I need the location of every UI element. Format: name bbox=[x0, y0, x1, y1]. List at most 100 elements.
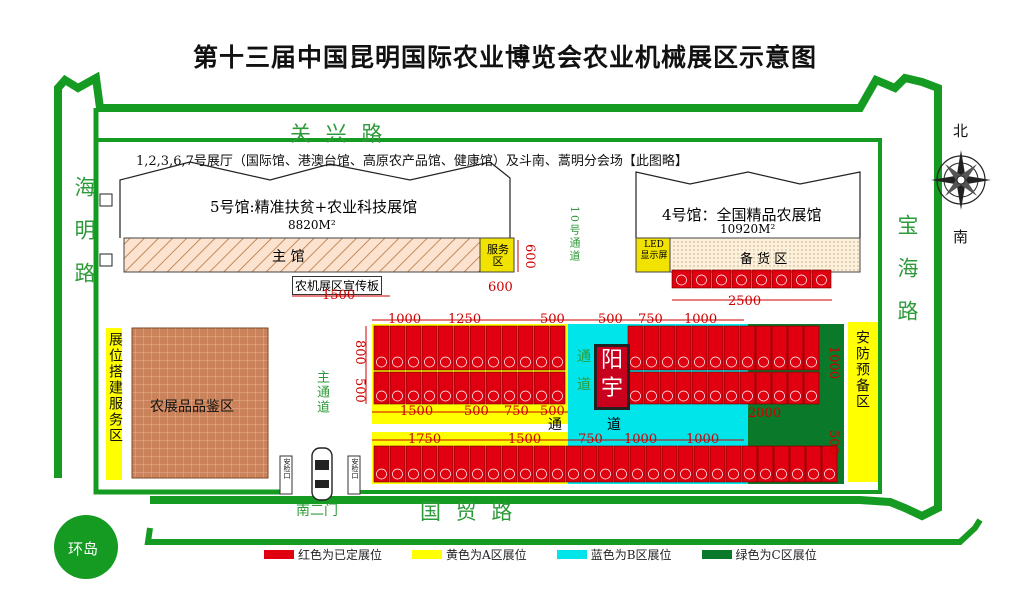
security-label: 安防预备区 bbox=[854, 330, 870, 410]
booth-cell bbox=[755, 371, 772, 405]
booth-number-marker bbox=[504, 468, 515, 480]
hall5-roof bbox=[119, 161, 511, 238]
booth-number-marker bbox=[568, 468, 579, 480]
booth-number-marker bbox=[376, 356, 387, 368]
dim-500a: 500 bbox=[540, 312, 565, 327]
booth-cell bbox=[597, 445, 614, 483]
booth-number-marker bbox=[632, 468, 643, 480]
booth-number-marker bbox=[472, 356, 483, 368]
booth-number-marker bbox=[728, 468, 739, 480]
booth-cell bbox=[755, 325, 772, 371]
main-hall-label: 主 馆 bbox=[272, 249, 305, 265]
roundabout-circle bbox=[54, 515, 118, 579]
booth-number-marker bbox=[744, 468, 755, 480]
tasting-label: 农展品品鉴区 bbox=[150, 399, 234, 415]
booth-cell bbox=[643, 325, 660, 371]
dim-1000d: 1000 bbox=[686, 432, 720, 447]
booth-number-marker bbox=[440, 468, 451, 480]
dim-1750: 1750 bbox=[408, 432, 442, 447]
booth-cell bbox=[741, 445, 758, 483]
booth-cell bbox=[627, 325, 644, 371]
booth-number-marker bbox=[678, 356, 689, 368]
booth-number-marker bbox=[756, 274, 767, 286]
booth-cell bbox=[731, 269, 752, 289]
booth-cell bbox=[787, 371, 804, 405]
led-label: LED显示屏 bbox=[640, 240, 668, 261]
page-title: 第十三届中国昆明国际农业博览会农业机械展区示意图 bbox=[192, 43, 817, 72]
tasting-area bbox=[131, 327, 269, 479]
booth-number-marker bbox=[676, 274, 687, 286]
booth-cell bbox=[627, 371, 644, 405]
booth-number-marker bbox=[440, 390, 451, 402]
top-inner-wall bbox=[96, 138, 882, 494]
booth-cell bbox=[709, 445, 726, 483]
booth-cell bbox=[771, 371, 788, 405]
booth-number-marker bbox=[694, 390, 705, 402]
dim-800: 800 bbox=[352, 340, 367, 365]
west-box-1 bbox=[99, 193, 113, 207]
booth-number-marker bbox=[392, 356, 403, 368]
checkpoint-right-label: 安检口 bbox=[351, 458, 359, 479]
booth-number-marker bbox=[408, 356, 419, 368]
legend-item-zone-b: 蓝色为B区展位 bbox=[556, 546, 672, 563]
booth-number-marker bbox=[774, 390, 785, 402]
roundabout-label: 环岛 bbox=[68, 540, 99, 558]
booth-cell bbox=[771, 325, 788, 371]
spare-zone-label: 备 货 区 bbox=[740, 252, 788, 267]
booth-cell bbox=[373, 445, 390, 483]
booth-cell bbox=[773, 445, 790, 483]
booth-number-marker bbox=[600, 468, 611, 480]
dim-750c: 750 bbox=[578, 432, 603, 447]
booth-cell bbox=[791, 269, 812, 289]
dim-500f: 500 bbox=[826, 430, 841, 455]
booth-number-marker bbox=[472, 468, 483, 480]
booth-number-marker bbox=[552, 356, 563, 368]
booth-cell bbox=[405, 371, 422, 405]
booth-number-marker bbox=[710, 356, 721, 368]
booth-cell bbox=[707, 371, 724, 405]
booth-cell bbox=[757, 445, 774, 483]
booth-number-marker bbox=[408, 390, 419, 402]
booth-cell bbox=[677, 445, 694, 483]
left-inner-wall bbox=[93, 108, 280, 495]
halls-note: 1,2,3,6,7号展厅（国际馆、港澳台馆、高原农产品馆、健康馆）及斗南、蒿明分… bbox=[136, 154, 688, 169]
booth-cell bbox=[373, 325, 390, 371]
booth-number-marker bbox=[616, 468, 627, 480]
booth-number-marker bbox=[536, 390, 547, 402]
booth-cell bbox=[707, 325, 724, 371]
booth-number-marker bbox=[536, 468, 547, 480]
booth-number-marker bbox=[696, 274, 707, 286]
booth-number-marker bbox=[824, 468, 835, 480]
booth-number-marker bbox=[742, 390, 753, 402]
booth-cell bbox=[787, 325, 804, 371]
dim-500c: 500 bbox=[352, 378, 367, 403]
booth-cell bbox=[517, 371, 534, 405]
booth-cell bbox=[771, 269, 792, 289]
booth-cell bbox=[675, 325, 692, 371]
booth-cell bbox=[659, 325, 676, 371]
west-box-2 bbox=[99, 253, 113, 267]
dim-1500c: 1500 bbox=[508, 432, 542, 447]
booth-number-marker bbox=[646, 390, 657, 402]
legend-item-booked: 红色为已定展位 bbox=[264, 546, 382, 563]
booth-number-marker bbox=[808, 468, 819, 480]
booth-number-marker bbox=[408, 468, 419, 480]
booth-cell bbox=[565, 445, 582, 483]
booth-number-marker bbox=[790, 356, 801, 368]
passage-char-3: 通 bbox=[548, 417, 562, 433]
booth-number-marker bbox=[504, 356, 515, 368]
booth-number-marker bbox=[488, 356, 499, 368]
legend-swatch-zone-b bbox=[556, 550, 587, 559]
legend-swatch-zone-c bbox=[701, 550, 732, 559]
booth-number-marker bbox=[630, 356, 641, 368]
booth-number-marker bbox=[796, 274, 807, 286]
dim-500b: 500 bbox=[598, 312, 623, 327]
booth-number-marker bbox=[456, 468, 467, 480]
booth-cell bbox=[789, 445, 806, 483]
booth-cell bbox=[501, 371, 518, 405]
booth-cell bbox=[437, 445, 454, 483]
booth-service-label: 展位搭建服务区 bbox=[107, 332, 123, 444]
outer-wall bbox=[54, 71, 942, 521]
booth-cell bbox=[691, 371, 708, 405]
booth-cell bbox=[691, 325, 708, 371]
